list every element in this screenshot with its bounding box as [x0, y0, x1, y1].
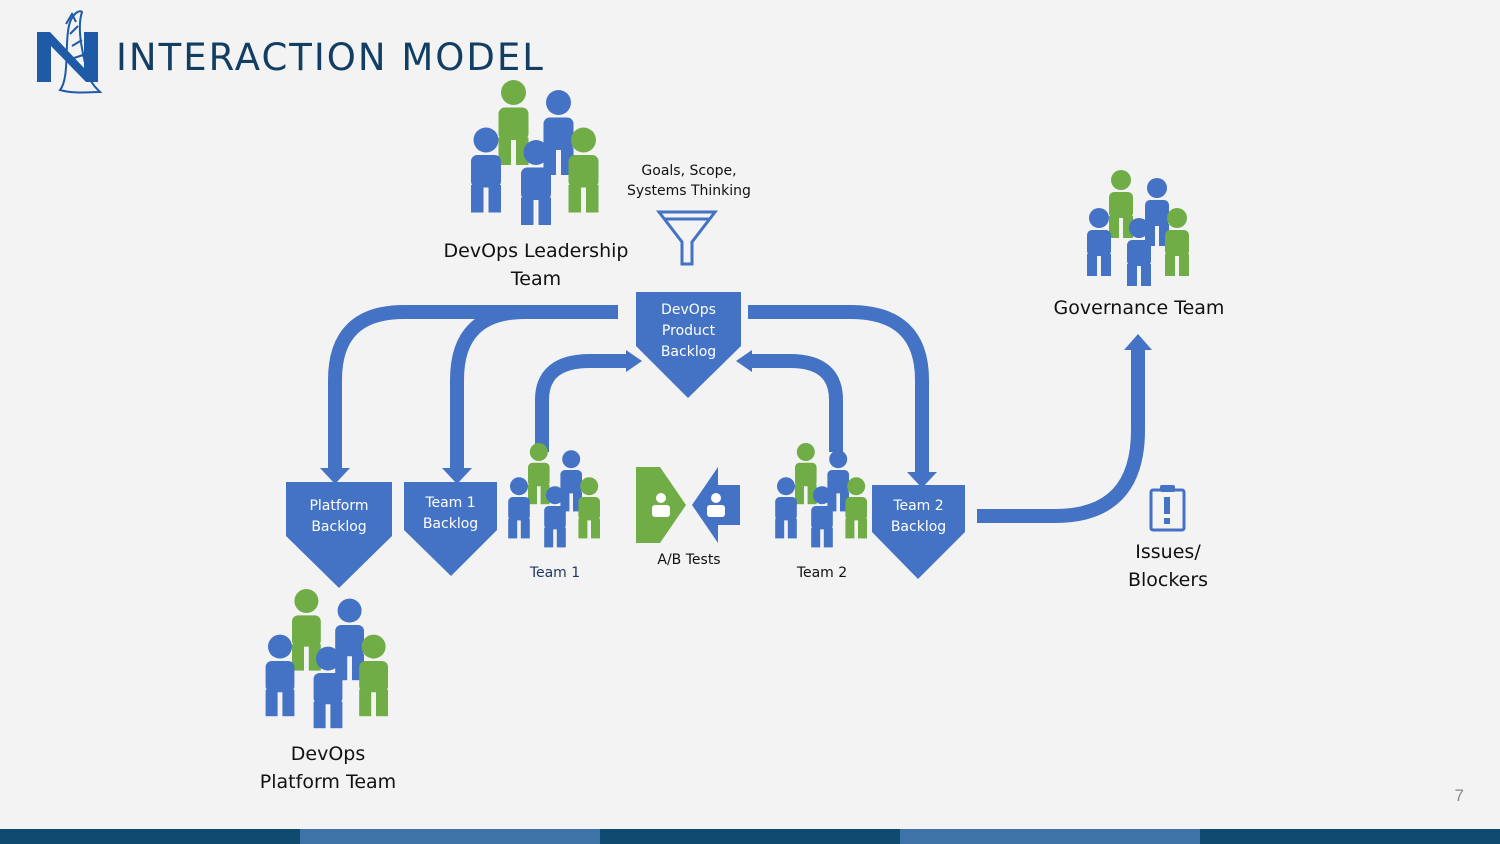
flow-arrows: [328, 305, 1145, 523]
footer-segment: [900, 829, 1200, 844]
people-group-team2-icon: [775, 443, 867, 547]
team2-label: Team 2: [796, 565, 848, 581]
team1-backlog-label: Team 1 Backlog: [422, 495, 479, 532]
issues-blockers-label: Issues/ Blockers: [1127, 541, 1209, 591]
arrow-team2-to-product: [750, 354, 843, 452]
arrow-to-team2-backlog: [748, 305, 929, 472]
team2-backlog-label: Team 2 Backlog: [890, 498, 947, 535]
footer-bar: [0, 829, 1500, 844]
arrow-to-governance: [977, 350, 1145, 523]
page-number: 7: [1454, 786, 1464, 805]
product-backlog-label: DevOps Product Backlog: [660, 302, 717, 360]
platform-backlog-shape: [286, 482, 392, 588]
leadership-team-label: DevOps Leadership Team: [443, 240, 629, 290]
people-group-platform-icon: [266, 589, 388, 728]
platform-team-label: DevOps Platform Team: [259, 743, 397, 793]
team2-backlog-shape: [872, 485, 965, 579]
funnel-caption: Goals, Scope, Systems Thinking: [627, 163, 751, 199]
logo-eagle-icon: [37, 10, 103, 94]
ab-tests-label: A/B Tests: [657, 552, 721, 568]
funnel-icon: [655, 210, 719, 266]
team1-backlog-shape: [404, 482, 497, 576]
page-title: INTERACTION MODEL: [116, 36, 545, 79]
arrow-team1-to-product: [535, 354, 628, 452]
clipboard-alert-icon: [1149, 485, 1186, 532]
governance-team-label: Governance Team: [1053, 297, 1225, 319]
product-backlog-shape: [636, 292, 741, 398]
people-group-leadership-icon: [471, 80, 599, 225]
footer-segment: [0, 829, 300, 844]
platform-backlog-label: Platform Backlog: [309, 498, 369, 535]
arrow-to-platform-backlog: [328, 305, 618, 468]
arrow-to-team1-backlog: [450, 305, 618, 468]
people-group-team1-icon: [508, 443, 600, 547]
footer-segment: [1200, 829, 1500, 844]
people-group-governance-icon: [1087, 170, 1189, 286]
ab-test-icon: [636, 467, 740, 543]
footer-segment: [600, 829, 900, 844]
footer-segment: [300, 829, 600, 844]
team1-label: Team 1: [529, 565, 581, 581]
